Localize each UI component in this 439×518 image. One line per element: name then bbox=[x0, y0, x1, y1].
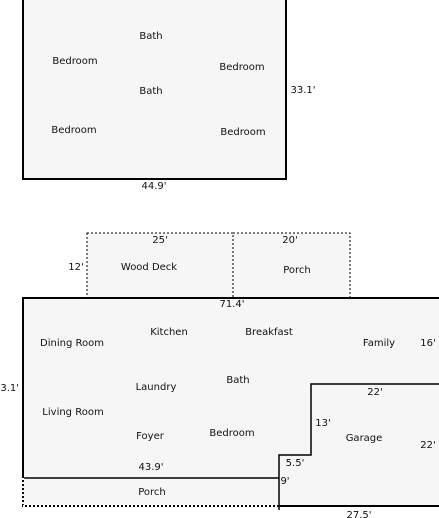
upper-depth-dimension: 33.1' bbox=[290, 85, 315, 96]
main-floor-outline bbox=[22, 297, 439, 507]
room-label-laundry: Laundry bbox=[136, 382, 177, 393]
room-label-wood-deck: Wood Deck bbox=[121, 262, 177, 273]
room-label-bedroom-4: Bedroom bbox=[220, 127, 265, 138]
jog-depth-dimension: 9' bbox=[280, 476, 289, 487]
main-floor: 25' 20' 12' Wood Deck Porch 71.4' 16' 33… bbox=[0, 232, 439, 518]
room-label-bath: Bath bbox=[226, 375, 249, 386]
wood-deck-width-dimension: 25' bbox=[152, 235, 167, 246]
room-label-kitchen: Kitchen bbox=[150, 327, 188, 338]
room-label-bedroom-2: Bedroom bbox=[219, 62, 264, 73]
room-label-breakfast: Breakfast bbox=[245, 327, 293, 338]
front-width-dimension: 43.9' bbox=[138, 462, 163, 473]
upper-floor-outline bbox=[22, 0, 287, 180]
room-label-family: Family bbox=[363, 338, 395, 349]
wood-deck-depth-dimension: 12' bbox=[68, 262, 83, 273]
wood-deck-outline bbox=[86, 232, 234, 299]
jog-width-dimension: 5.5' bbox=[286, 458, 305, 469]
family-depth-dimension: 16' bbox=[420, 338, 435, 349]
room-label-dining-room: Dining Room bbox=[40, 338, 104, 349]
garage-offset-dimension: 13' bbox=[315, 418, 330, 429]
upper-floor: Bath Bedroom Bedroom Bath Bedroom Bedroo… bbox=[22, 0, 316, 192]
room-label-bedroom: Bedroom bbox=[209, 428, 254, 439]
room-label-garage: Garage bbox=[346, 433, 383, 444]
main-width-dimension: 71.4' bbox=[219, 299, 244, 310]
room-label-foyer: Foyer bbox=[136, 431, 165, 442]
room-label-rear-porch: Porch bbox=[283, 265, 311, 276]
main-depth-dimension: 33.1' bbox=[0, 383, 19, 394]
room-label-front-porch: Porch bbox=[138, 487, 166, 498]
garage-outline bbox=[278, 383, 439, 510]
room-label-bath-1: Bath bbox=[139, 31, 162, 42]
garage-depth-dimension: 22' bbox=[420, 440, 435, 451]
porch-width-dimension: 20' bbox=[282, 235, 297, 246]
bottom-width-dimension: 27.5' bbox=[346, 510, 371, 518]
garage-width-dimension: 22' bbox=[367, 387, 382, 398]
rear-porch-outline bbox=[232, 232, 351, 299]
room-label-living-room: Living Room bbox=[42, 407, 103, 418]
room-label-bedroom-3: Bedroom bbox=[51, 125, 96, 136]
room-label-bedroom-1: Bedroom bbox=[52, 56, 97, 67]
room-label-bath-2: Bath bbox=[139, 86, 162, 97]
upper-width-dimension: 44.9' bbox=[141, 181, 166, 192]
